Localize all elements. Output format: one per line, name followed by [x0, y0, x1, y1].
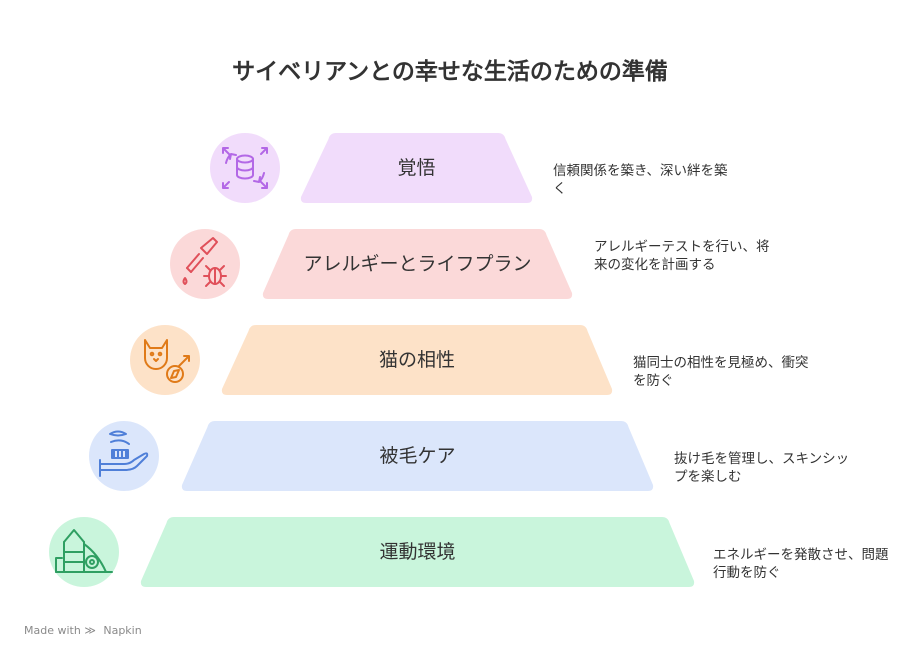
brush-hand-icon [99, 430, 149, 477]
level-5-band [140, 517, 695, 587]
level-4-description: 抜け毛を管理し、スキンシップを楽しむ [674, 451, 850, 485]
cat-compass-icon [144, 339, 190, 383]
level-1-label: 覚悟 [397, 157, 436, 179]
database-sync-icon [222, 147, 268, 189]
level-2-description: アレルギーテストを行い、将来の変化を計画する [594, 239, 770, 273]
playground-icon [55, 529, 113, 573]
brand-name: Napkin [103, 624, 142, 637]
napkin-logo-icon: ≫ [84, 624, 96, 637]
level-2-icon-circle [170, 229, 240, 299]
level-4-icon-circle [89, 421, 159, 491]
level-1-icon-circle [210, 133, 280, 203]
level-1-description: 信頼関係を築き、深い絆を築く [553, 163, 728, 197]
level-3-label: 猫の相性 [378, 349, 455, 371]
level-5-label: 運動環境 [379, 541, 456, 563]
page-title: サイベリアンとの幸せな生活のための準備 [232, 59, 668, 85]
footer-credit: Made with ≫ Napkin [24, 624, 142, 637]
level-5-description: エネルギーを発散させ、問題行動を防ぐ [713, 547, 889, 581]
level-2-band [262, 229, 573, 299]
level-4-label: 被毛ケア [379, 445, 456, 467]
level-2-label: アレルギーとライフプラン [303, 253, 532, 275]
level-3-band [221, 325, 613, 395]
level-1-band [300, 133, 533, 203]
level-3-description: 猫同士の相性を見極め、衝突を防ぐ [633, 355, 809, 389]
made-with-text: Made with [24, 624, 81, 637]
pipette-bug-icon [182, 237, 227, 287]
level-4-band [181, 421, 654, 491]
